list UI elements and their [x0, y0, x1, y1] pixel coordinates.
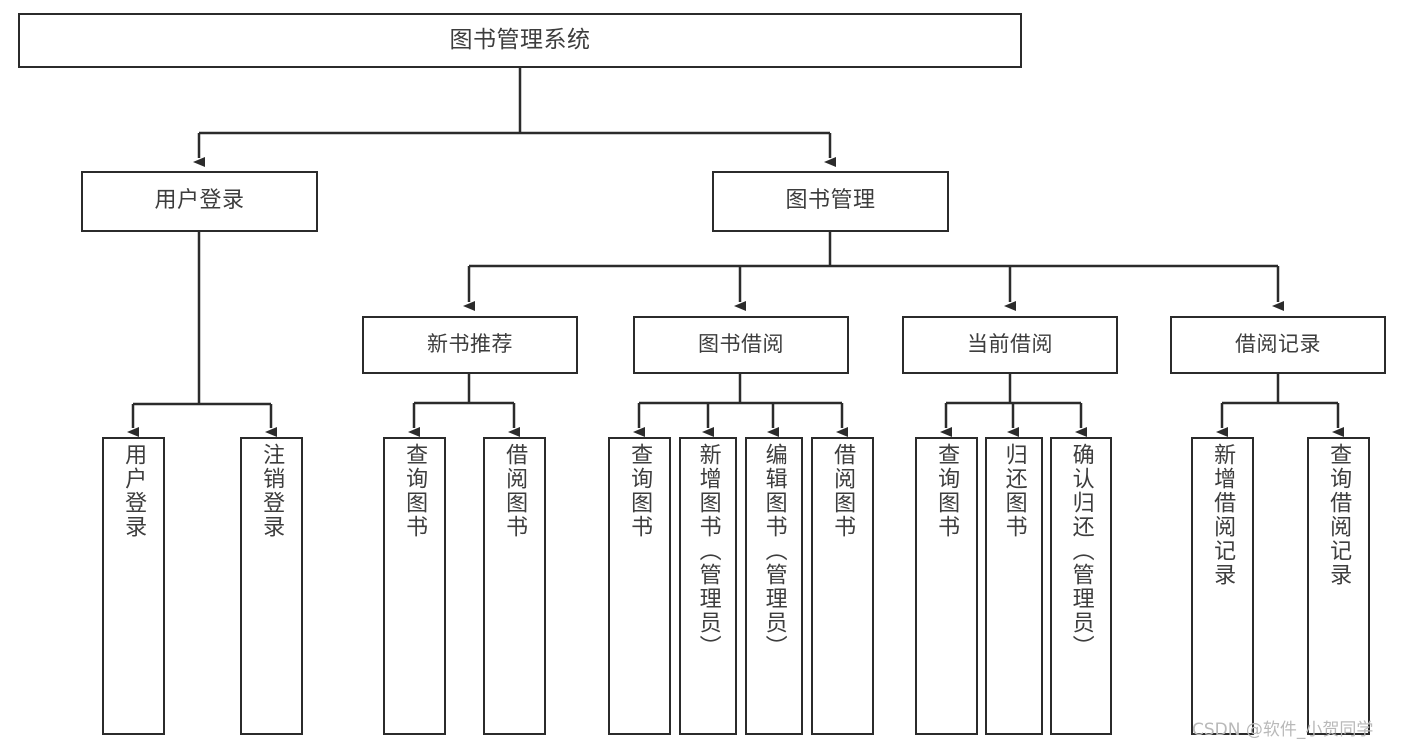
- node-user-login[interactable]: 用户登录: [81, 171, 318, 232]
- node-borrowing-record[interactable]: 借阅记录: [1170, 316, 1386, 374]
- node-label: 用户登录: [121, 443, 147, 539]
- node-label: 新增借阅记录: [1210, 443, 1236, 587]
- node-new-book-recommendation[interactable]: 新书推荐: [362, 316, 578, 374]
- node-leaf-borrow-book-recommend[interactable]: 借阅图书: [483, 437, 546, 735]
- node-label: 图书借阅: [698, 332, 784, 357]
- node-label: 查询借阅记录: [1326, 443, 1352, 587]
- node-label: 借阅图书: [502, 443, 528, 539]
- node-leaf-edit-book-admin[interactable]: 编辑图书（管理员）: [745, 437, 803, 735]
- watermark-text: CSDN @软件_小贺同学: [1192, 720, 1374, 740]
- node-book-management[interactable]: 图书管理: [712, 171, 949, 232]
- node-leaf-add-book-admin[interactable]: 新增图书（管理员）: [679, 437, 737, 735]
- node-label: 查询图书: [627, 443, 653, 539]
- node-leaf-return-book[interactable]: 归还图书: [985, 437, 1043, 735]
- node-label: 注销登录: [259, 443, 285, 539]
- node-label: 查询图书: [934, 443, 960, 539]
- node-label: 新增图书（管理员）: [695, 443, 721, 659]
- node-leaf-user-login[interactable]: 用户登录: [102, 437, 165, 735]
- node-leaf-borrow-book[interactable]: 借阅图书: [811, 437, 874, 735]
- node-label: 图书管理: [785, 188, 876, 214]
- node-label: 借阅记录: [1235, 332, 1321, 357]
- node-leaf-query-book-borrow[interactable]: 查询图书: [608, 437, 671, 735]
- node-leaf-add-borrow-record[interactable]: 新增借阅记录: [1191, 437, 1254, 735]
- node-label: 图书管理系统: [449, 26, 591, 53]
- node-leaf-logout[interactable]: 注销登录: [240, 437, 303, 735]
- node-leaf-query-book-current[interactable]: 查询图书: [915, 437, 978, 735]
- node-leaf-query-book-recommend[interactable]: 查询图书: [383, 437, 446, 735]
- node-label: 查询图书: [402, 443, 428, 539]
- node-label: 借阅图书: [830, 443, 856, 539]
- node-label: 用户登录: [154, 188, 245, 214]
- node-label: 当前借阅: [967, 332, 1053, 357]
- node-leaf-query-borrow-record[interactable]: 查询借阅记录: [1307, 437, 1370, 735]
- node-label: 新书推荐: [427, 332, 513, 357]
- node-leaf-confirm-return-admin[interactable]: 确认归还（管理员）: [1050, 437, 1112, 735]
- node-label: 确认归还（管理员）: [1068, 443, 1094, 659]
- node-label: 归还图书: [1001, 443, 1027, 539]
- node-current-borrowing[interactable]: 当前借阅: [902, 316, 1118, 374]
- node-label: 编辑图书（管理员）: [761, 443, 787, 659]
- node-book-borrowing[interactable]: 图书借阅: [633, 316, 849, 374]
- node-root-book-management-system[interactable]: 图书管理系统: [18, 13, 1022, 68]
